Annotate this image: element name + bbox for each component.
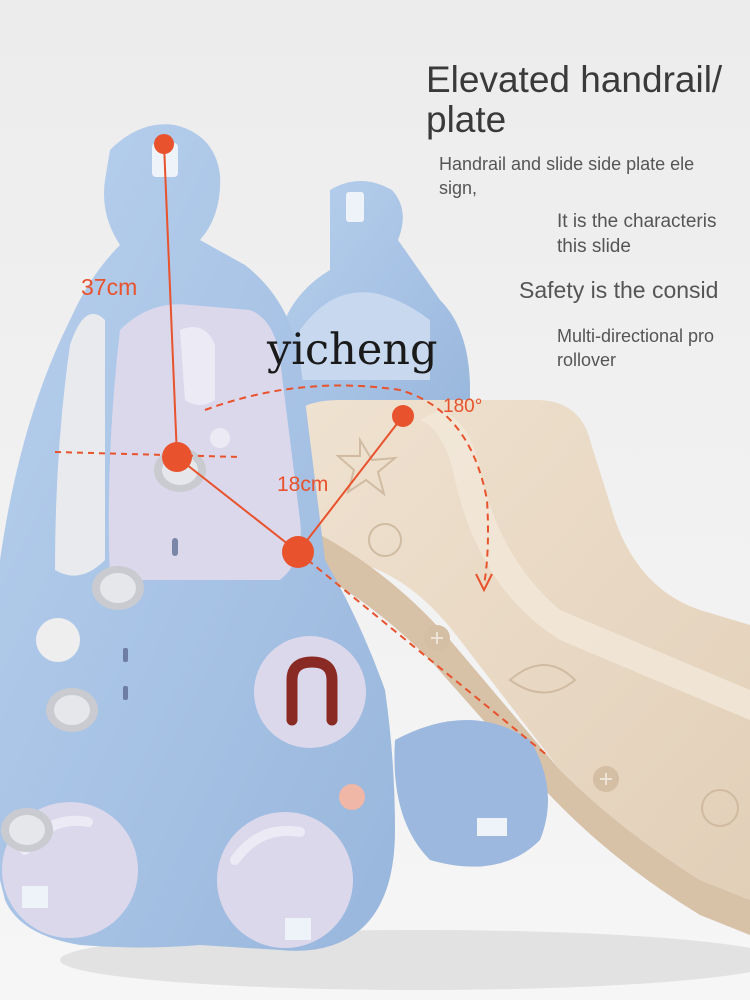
feature-text-3-line-1: Safety is the consid	[519, 277, 719, 303]
feature-text-4-line-2: rollover	[557, 350, 617, 370]
feature-text-2-line-2: this slide	[557, 236, 631, 257]
feature-text-1-line-2: sign,	[439, 178, 478, 198]
height-dimension-label: 37cm	[81, 274, 138, 300]
slide-base	[394, 720, 548, 867]
front-frame	[0, 124, 395, 951]
rear-support	[275, 181, 470, 430]
dimension-points	[154, 134, 414, 568]
radius-dimension-label: 18cm	[277, 473, 329, 496]
feature-text-1-line-1: Handrail and slide side plate ele	[439, 154, 695, 174]
feature-text-4: Multi-directional pro rollover	[557, 324, 714, 372]
title-line-2: plate	[426, 99, 507, 140]
title-line-1: Elevated handrail/	[426, 59, 723, 100]
feature-text-1: Handrail and slide side plate ele sign,	[439, 152, 694, 200]
feature-title: Elevated handrail/ plate	[426, 60, 722, 140]
feature-text-3: Safety is the consid	[519, 276, 718, 304]
feature-text-2-line-1: It is the characteris	[557, 211, 717, 232]
brand-watermark: yicheng	[267, 325, 438, 375]
dimension-lines	[54, 143, 549, 757]
angle-dimension-label: 180°	[443, 396, 483, 417]
feature-text-4-line-1: Multi-directional pro	[557, 326, 715, 346]
slide-chute	[290, 400, 750, 935]
feature-text-2: It is the characteris this slide	[557, 209, 716, 259]
